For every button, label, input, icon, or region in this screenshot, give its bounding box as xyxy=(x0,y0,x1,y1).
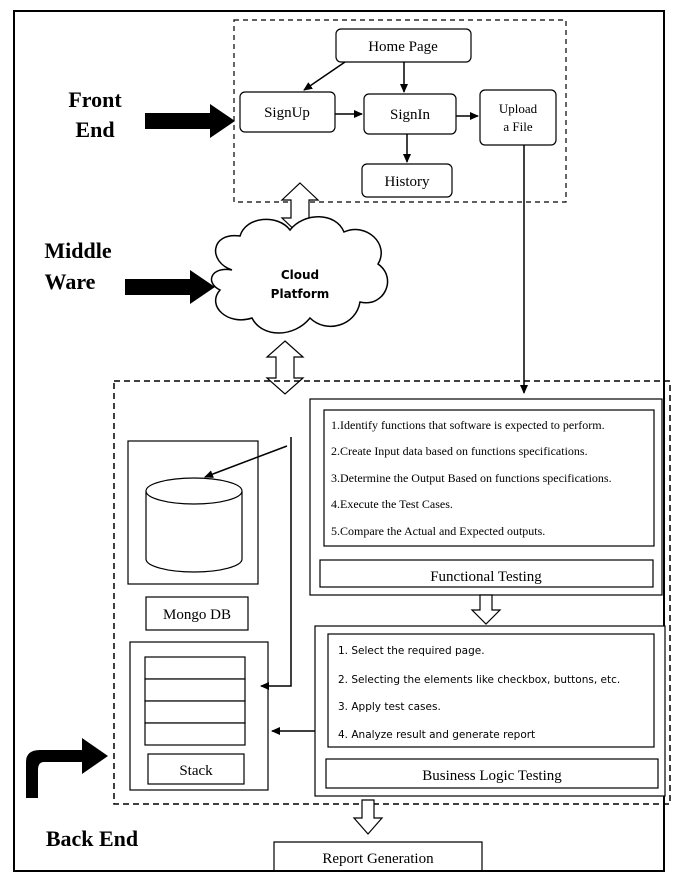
stack-slot xyxy=(144,656,246,680)
signup-label: SignUp xyxy=(264,105,310,121)
signin-label: SignIn xyxy=(390,107,431,123)
business-logic-steps-box xyxy=(327,633,655,748)
upload-label-line2: a File xyxy=(503,119,532,134)
cloud-platform-shape xyxy=(210,216,389,334)
stack-label-box xyxy=(147,753,245,785)
stack-label: Stack xyxy=(179,763,213,779)
front-end-label-line1: Front xyxy=(68,87,122,112)
middle-ware-pointer-arrow xyxy=(125,270,215,304)
functional-testing-title: Functional Testing xyxy=(430,569,542,585)
back-end-curved-arrow xyxy=(26,738,108,798)
middle-ware-label-line2: Ware xyxy=(45,269,96,294)
functional-to-business-arrow xyxy=(470,594,502,625)
cloud-label-line1: Cloud xyxy=(281,268,319,282)
middle-ware-label-line1: Middle xyxy=(44,238,111,263)
testing-to-database-arrow xyxy=(204,445,288,478)
database-cylinder-top xyxy=(145,477,243,505)
stack-slot xyxy=(144,722,246,746)
front-end-group xyxy=(233,19,567,203)
history-label: History xyxy=(385,174,431,190)
business-logic-title-box xyxy=(325,758,659,789)
signup-box xyxy=(239,91,336,133)
business-to-report-arrow xyxy=(352,799,384,835)
testing-to-stack-connector xyxy=(260,437,292,690)
cloud-back-double-arrow xyxy=(265,340,305,395)
mongo-db-panel xyxy=(127,440,259,585)
report-generation-box xyxy=(273,841,483,870)
functional-step: 5.Compare the Actual and Expected output… xyxy=(331,524,545,538)
functional-step: 3.Determine the Output Based on function… xyxy=(331,471,612,485)
functional-step: 2.Create Input data based on functions s… xyxy=(331,444,588,458)
front-end-label-line2: End xyxy=(75,117,114,142)
home-to-signup-arrow xyxy=(303,61,346,91)
report-generation-label: Report Generation xyxy=(322,851,434,867)
functional-testing-title-box xyxy=(319,559,654,588)
signin-box xyxy=(363,93,457,135)
stack-slot xyxy=(144,678,246,702)
front-end-pointer-arrow xyxy=(145,104,235,138)
functional-step: 1.Identify functions that software is ex… xyxy=(331,418,605,432)
business-logic-title: Business Logic Testing xyxy=(422,768,562,784)
functional-testing-steps-box xyxy=(323,409,655,547)
business-step: 4. Analyze result and generate report xyxy=(338,729,535,741)
history-box xyxy=(361,163,453,198)
stack-slot xyxy=(144,700,246,724)
business-step: 3. Apply test cases. xyxy=(338,701,441,713)
upload-file-box xyxy=(479,89,557,146)
cloud-label-line2: Platform xyxy=(271,287,330,301)
home-page-label: Home Page xyxy=(368,39,438,55)
mongo-db-label: Mongo DB xyxy=(163,607,231,623)
upload-label-line1: Upload xyxy=(499,101,538,116)
business-step: 1. Select the required page. xyxy=(338,645,485,657)
functional-step: 4.Execute the Test Cases. xyxy=(331,497,453,511)
business-step: 2. Selecting the elements like checkbox,… xyxy=(338,674,620,686)
outer-frame xyxy=(13,10,665,872)
stack-panel xyxy=(129,641,269,791)
database-cylinder-icon xyxy=(145,491,243,573)
mongo-db-label-box xyxy=(145,596,249,631)
back-end-label: Back End xyxy=(46,826,138,851)
